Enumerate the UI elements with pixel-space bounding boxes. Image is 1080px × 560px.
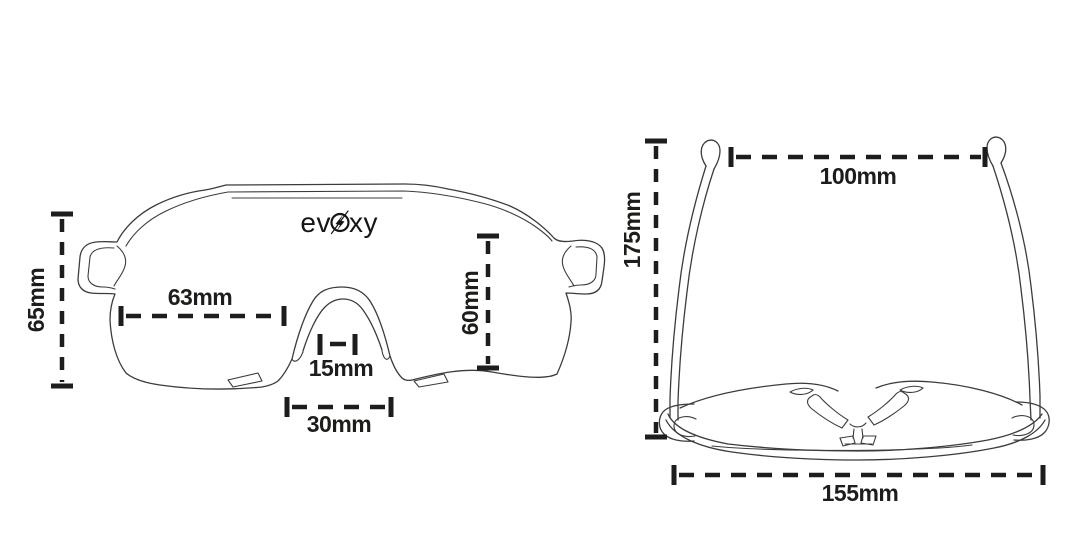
dim-label-temple-length: 175mm — [619, 192, 645, 269]
band-front-lower — [665, 419, 1046, 461]
dim-bridge-width: 15mm — [309, 334, 374, 381]
dim-label-bridge-width: 15mm — [309, 355, 374, 381]
frame-band — [658, 380, 1050, 461]
dim-temple-spread: 100mm — [728, 147, 988, 189]
right-hinge-curve — [561, 245, 575, 287]
dim-label-lens-width: 63mm — [168, 284, 233, 310]
logo-lightning-icon — [335, 214, 345, 231]
dim-temple-length: 175mm — [619, 138, 667, 440]
left-endpiece-inner — [87, 247, 116, 290]
frame-lens-outline — [77, 183, 606, 390]
right-pad-arm — [867, 391, 910, 426]
right-endpiece-top — [1013, 401, 1050, 441]
pad-foot-left — [839, 435, 856, 447]
logo-o-ring-icon — [330, 212, 350, 233]
logo-text-left: ev — [300, 207, 331, 238]
left-temple — [669, 139, 721, 421]
dim-notch-width: 30mm — [284, 397, 394, 437]
lens-arc-left — [679, 382, 839, 409]
left-temple-tip — [700, 139, 721, 170]
left-temple-outer — [669, 165, 707, 419]
left-hinge-curve — [113, 245, 127, 287]
left-endpiece-curl — [673, 416, 697, 438]
right-temple — [986, 136, 1041, 421]
front-view: ev xy 65mm 63mm — [23, 183, 606, 437]
left-pad-arm — [806, 394, 849, 429]
band-front-upper — [667, 413, 1043, 452]
top-view: 175mm 100mm 155mm — [619, 136, 1050, 506]
right-vent — [413, 373, 449, 388]
right-temple-tip — [986, 136, 1007, 167]
dim-label-frame-height: 65mm — [23, 268, 49, 333]
brand-logo: ev xy — [300, 207, 378, 238]
nose-pad-inner-arch — [302, 298, 383, 352]
right-temple-inner — [992, 165, 1032, 421]
dim-lens-width: 63mm — [118, 284, 287, 326]
dim-frame-height: 65mm — [23, 211, 73, 389]
dim-overall-width: 155mm — [671, 465, 1046, 506]
nose-pad-left-tip — [291, 351, 304, 362]
band-step-line — [711, 444, 973, 451]
dim-label-lens-height: 60mm — [457, 271, 483, 336]
right-vent-top — [899, 385, 924, 393]
dim-label-notch-width: 30mm — [307, 411, 372, 437]
nose-pad-right-tip — [381, 350, 391, 360]
lens-arc-right — [875, 380, 1023, 406]
right-endpiece-inner — [568, 246, 598, 288]
right-endpiece-curl — [1011, 415, 1035, 437]
left-endpiece-top — [658, 403, 695, 442]
dim-label-temple-spread: 100mm — [820, 163, 897, 189]
nose-pad-assembly — [789, 385, 924, 447]
top-bar-inner-line — [125, 190, 553, 247]
pad-foot-right — [860, 435, 877, 446]
left-vent-top — [789, 387, 814, 395]
left-temple-inner — [677, 168, 715, 421]
logo-text-right: xy — [349, 207, 378, 238]
left-vent — [227, 372, 263, 388]
dim-label-overall-width: 155mm — [822, 480, 899, 506]
dim-lens-height: 60mm — [457, 233, 499, 371]
right-temple-outer — [1000, 162, 1041, 419]
